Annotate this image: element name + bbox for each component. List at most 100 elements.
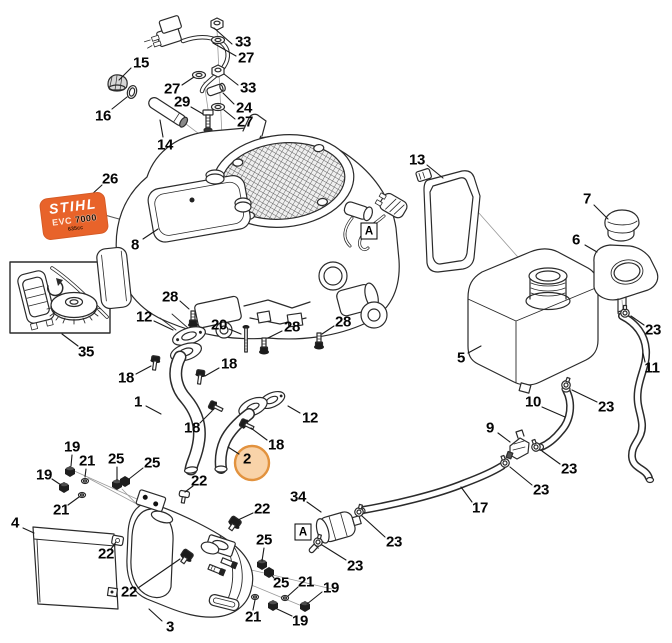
part-label-35: 35: [77, 343, 95, 361]
highlight-circle[interactable]: [233, 444, 271, 482]
leader-line-14: [159, 119, 164, 138]
leader-line-8: [142, 228, 159, 240]
part-label-18: 18: [183, 419, 201, 437]
leader-line-19: [274, 607, 293, 617]
fuel-tank-5: [467, 248, 599, 394]
hose-clamps-23: [313, 304, 630, 547]
part-label-21: 21: [52, 501, 70, 519]
leader-line-23: [361, 515, 386, 538]
part-label-12: 12: [301, 409, 319, 427]
leader-line-27: [181, 76, 195, 86]
part-label-23: 23: [644, 321, 662, 339]
part-label-20: 20: [210, 316, 228, 334]
fuel-cap-7: [604, 209, 640, 242]
top-fastener-stack: [191, 17, 226, 133]
leader-line-6: [584, 244, 598, 253]
leader-line-16: [111, 96, 128, 110]
bolt-29: [202, 109, 214, 133]
part-label-18: 18: [117, 369, 135, 387]
exhaust-pipe-1: [169, 326, 206, 476]
leader-line-24: [222, 92, 235, 105]
shutoff-valve-9: [505, 429, 530, 460]
part-label-22: 22: [253, 500, 271, 518]
leader-line-18: [135, 365, 152, 375]
part-label-28: 28: [334, 313, 352, 331]
engine-assembly: [96, 113, 408, 340]
leader-line-17: [460, 486, 473, 503]
part-label-28: 28: [283, 318, 301, 336]
leader-line-2: [227, 446, 240, 455]
part-label-25: 25: [255, 531, 273, 549]
part-label-2: 2: [242, 450, 252, 468]
gasket-13: [415, 168, 481, 273]
part-label-15: 15: [132, 54, 150, 72]
part-label-11: 11: [644, 359, 660, 377]
leader-line-22: [137, 558, 181, 589]
part-label-24: 24: [235, 99, 253, 117]
leader-line-19: [306, 591, 323, 605]
leader-line-28: [267, 330, 283, 339]
leader-line-10: [541, 406, 566, 418]
part-label-26: 26: [101, 170, 119, 188]
part-label-23: 23: [560, 460, 578, 478]
fastener-cluster-left: [59, 466, 130, 499]
model-sticker: STIHL EVC 7000 635cc: [38, 191, 110, 241]
part-label-18: 18: [267, 436, 285, 454]
leader-line-29: [190, 106, 204, 115]
part-label-9: 9: [485, 419, 495, 437]
part-label-17: 17: [471, 499, 489, 517]
leader-line-23: [321, 544, 347, 561]
leader-line-12: [287, 405, 301, 414]
leader-line-23: [509, 466, 533, 486]
leader-line-20: [228, 328, 242, 335]
cover-4: [32, 526, 119, 610]
leader-line-21: [84, 468, 87, 478]
leader-line-18: [250, 427, 268, 441]
part-label-7: 7: [582, 190, 592, 208]
part-label-33: 33: [239, 79, 257, 97]
part-label-21: 21: [78, 452, 96, 470]
part-label-29: 29: [173, 93, 191, 111]
leader-line-23: [630, 315, 645, 326]
leader-line-23: [571, 389, 598, 403]
leader-line-33: [223, 73, 239, 86]
part-label-14: 14: [156, 136, 174, 154]
part-label-25: 25: [272, 574, 290, 592]
part-label-27: 27: [163, 80, 181, 98]
leader-line-7: [593, 204, 609, 220]
leader-line-21: [252, 599, 256, 611]
part-label-23: 23: [532, 481, 550, 499]
part-label-25: 25: [107, 450, 125, 468]
part-label-23: 23: [385, 533, 403, 551]
o-ring-16: [126, 85, 138, 99]
part-label-18: 18: [220, 355, 238, 373]
leader-line-4: [22, 527, 35, 534]
leader-line-22: [237, 512, 254, 521]
leader-lines: [22, 27, 646, 622]
part-label-13: 13: [408, 151, 426, 169]
leader-line-13: [426, 164, 444, 179]
sticker-subtext: 635cc: [67, 225, 84, 234]
part-label-5: 5: [456, 349, 466, 367]
part-label-19: 19: [35, 466, 53, 484]
leader-line-23: [541, 450, 561, 465]
hose-11: [618, 312, 655, 484]
part-label-19: 19: [291, 612, 309, 630]
engine-bolts: [188, 310, 324, 355]
part-label-25: 25: [143, 454, 161, 472]
leader-line-9: [497, 432, 511, 443]
part-label-6: 6: [571, 231, 581, 249]
boxed-ref-A: A: [360, 222, 378, 240]
leader-line-25: [261, 547, 265, 562]
part-label-23: 23: [597, 398, 615, 416]
leader-line-3: [148, 608, 163, 622]
leader-line-28: [179, 300, 190, 310]
tube-14: [148, 97, 189, 128]
leader-line-18: [204, 367, 220, 377]
part-label-34: 34: [289, 488, 307, 506]
leader-line-28: [321, 325, 335, 335]
part-label-21: 21: [244, 608, 262, 626]
part-label-19: 19: [322, 579, 340, 597]
leader-line-22: [184, 485, 194, 493]
